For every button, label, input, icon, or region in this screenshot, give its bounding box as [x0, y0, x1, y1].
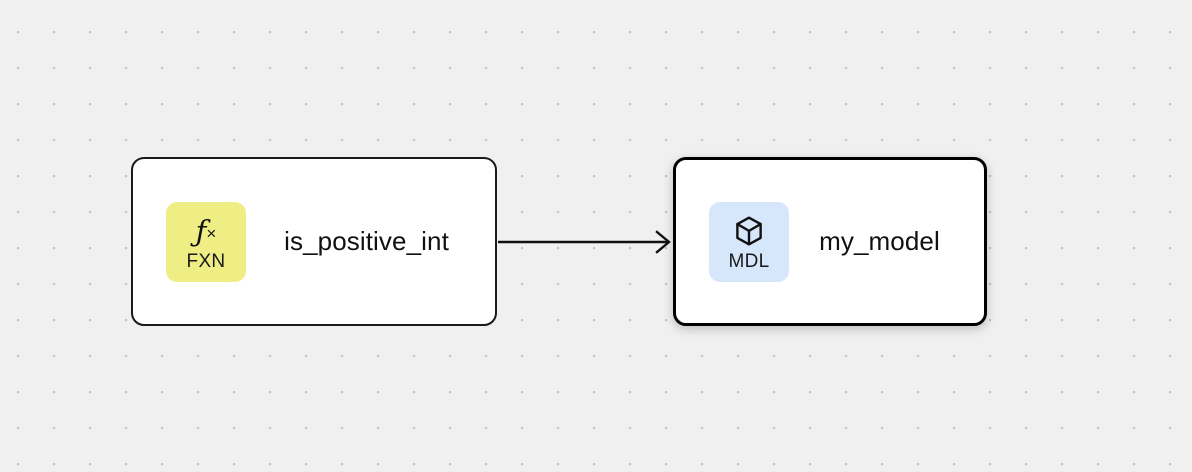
node-type-badge-fxn: ƒ× FXN — [166, 201, 246, 282]
node-type-code: MDL — [728, 251, 770, 272]
node-is-positive-int[interactable]: ƒ× FXN is_positive_int — [131, 157, 497, 326]
cube-icon — [732, 212, 766, 250]
node-type-badge-mdl: MDL — [709, 201, 789, 282]
function-icon: ƒ× — [195, 213, 217, 248]
node-my-model[interactable]: MDL my_model — [673, 157, 987, 326]
node-type-code: FXN — [186, 251, 226, 272]
edge-is_positive_int-to-my_model[interactable] — [498, 230, 671, 254]
edge-arrowhead-icon — [655, 230, 671, 254]
node-label: my_model — [819, 226, 940, 256]
node-label: is_positive_int — [284, 226, 449, 256]
